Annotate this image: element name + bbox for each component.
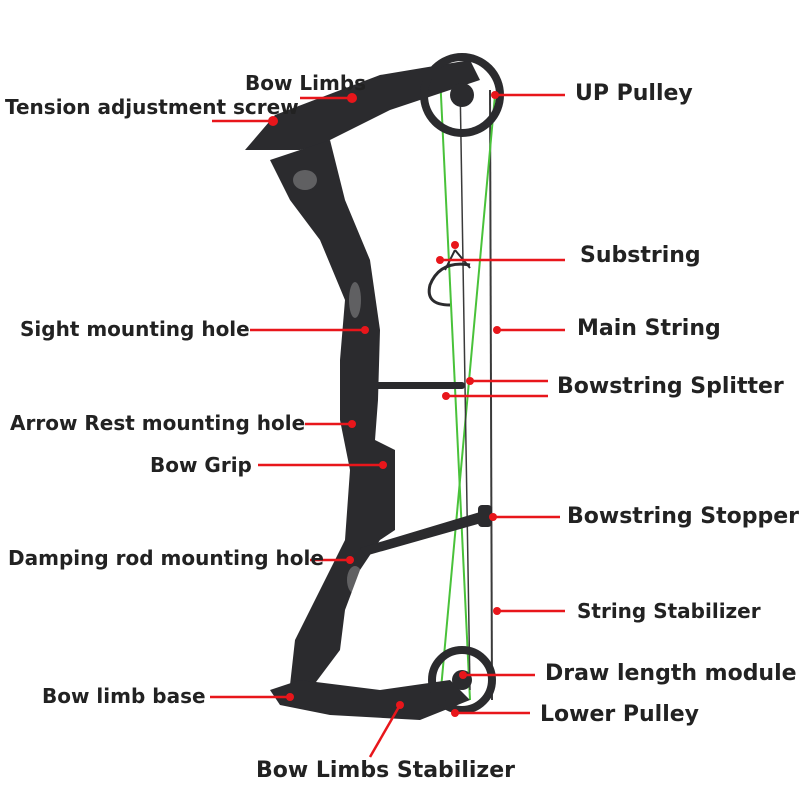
label-bow-grip: Bow Grip [150, 453, 252, 477]
label-lower-pulley: Lower Pulley [540, 702, 700, 727]
label-bowstring-stopper: Bowstring Stopper [567, 504, 800, 529]
label-up-pulley: UP Pulley [575, 81, 693, 106]
label-main-string: Main String [577, 316, 721, 341]
riser-cutouts [293, 170, 363, 594]
label-bow-limb-base: Bow limb base [42, 684, 206, 708]
label-sight-mounting-hole: Sight mounting hole [20, 317, 250, 341]
callout-lines [210, 93, 565, 758]
label-arrow-rest-mounting-hole: Arrow Rest mounting hole [10, 411, 306, 435]
callout-dots [268, 91, 501, 717]
label-bowstring-splitter: Bowstring Splitter [557, 374, 784, 399]
label-substring: Substring [580, 243, 701, 268]
bow-body [245, 53, 504, 720]
label-string-stabilizer: String Stabilizer [577, 599, 761, 623]
label-bow-limbs: Bow Limbs [245, 71, 367, 95]
label-bow-limbs-stabilizer: Bow Limbs Stabilizer [256, 758, 516, 783]
label-tension-adjustment-screw: Tension adjustment screw [5, 95, 299, 119]
label-damping-rod-mounting-hole: Damping rod mounting hole [8, 546, 324, 570]
label-draw-length-module: Draw length module [545, 661, 797, 686]
